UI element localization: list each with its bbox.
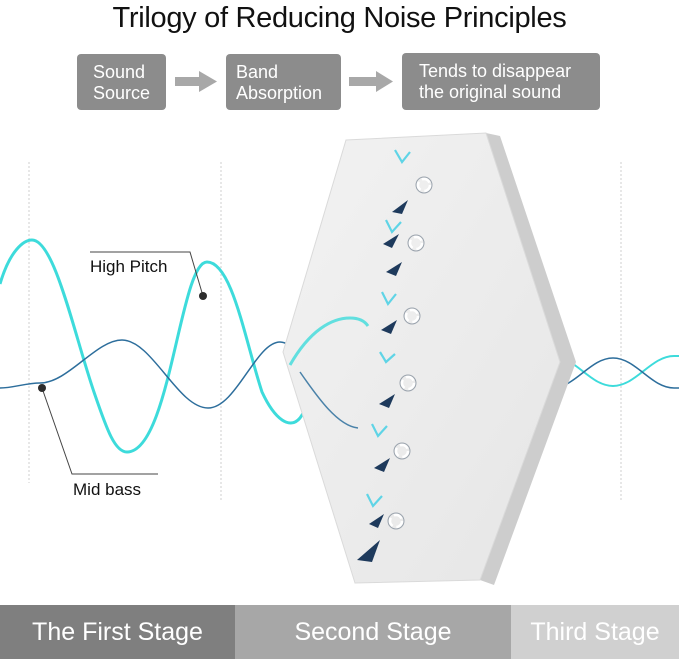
hexagon-acoustic-panel [282,132,576,585]
high-pitch-leader [90,251,204,297]
leader-dot [38,384,46,392]
flow-step-line: Band [236,62,279,82]
flow-step-line: Sound [93,62,146,82]
stage-first: The First Stage [0,605,235,659]
swirl-icon-outline [387,176,433,530]
sound-reflection-arrow-icon [357,200,408,562]
flow-step-line: the original sound [419,82,562,102]
high-pitch-absorption-marks [366,149,411,508]
swirl-icon [388,177,432,529]
noise-diagram-art [0,71,679,585]
mid-bass-label: Mid bass [73,480,142,499]
mid-bass-wave-entering [299,371,359,429]
mid-bass-leader [41,387,158,475]
stage-third: Third Stage [511,605,679,659]
flow-step-disappear: Tends to disappear the original sound [402,53,600,110]
flow-step-sound-source: Sound Source [77,54,166,110]
diagram-title: Trilogy of Reducing Noise Principles [112,2,567,34]
stage-second: Second Stage [235,605,511,659]
flow-step-line: Absorption [236,83,323,103]
right-arrow-icon [349,71,393,92]
mid-bass-residual-wave [551,357,679,389]
high-pitch-wave-entering [288,316,370,366]
flow-step-band-absorption: Band Absorption [226,54,341,110]
flow-step-line: Source [93,83,151,103]
leader-dot [199,292,207,300]
flow-step-line: Tends to disappear [419,61,572,81]
right-arrow-icon [175,71,217,92]
high-pitch-label: High Pitch [90,257,168,276]
